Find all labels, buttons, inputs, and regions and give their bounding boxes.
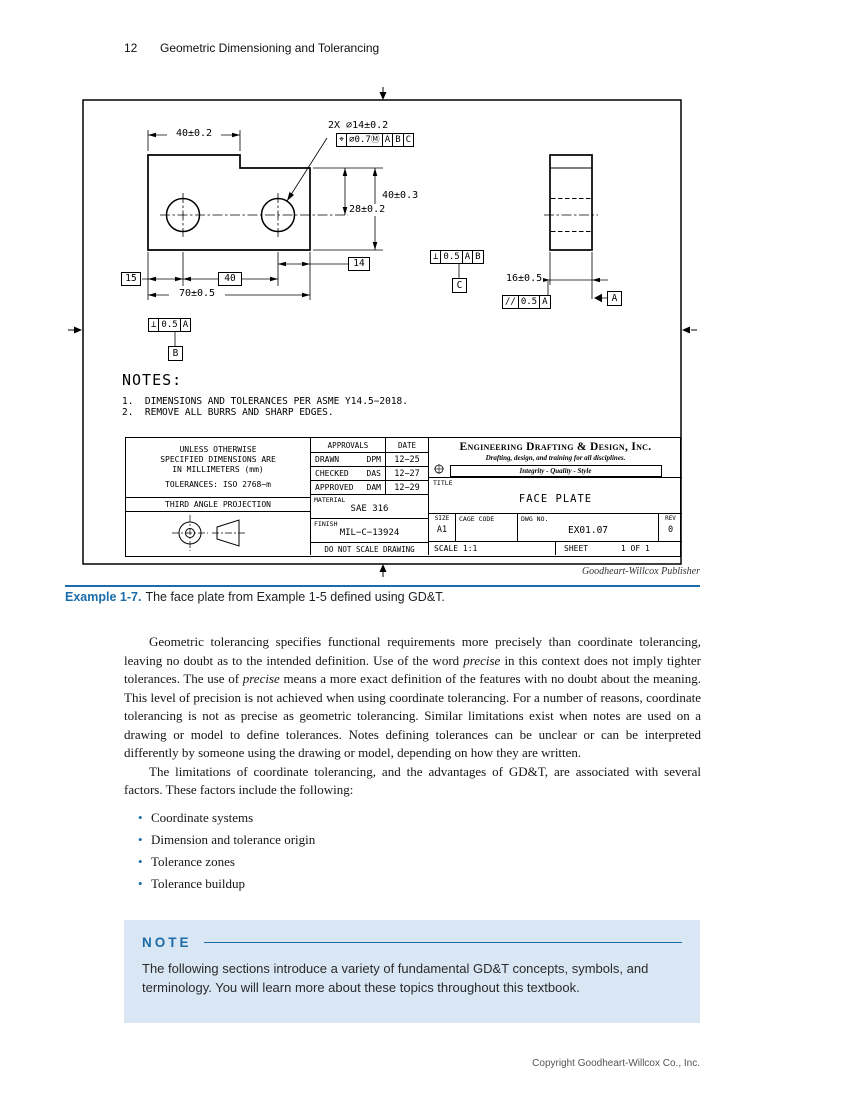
caption-text: The face plate from Example 1-5 defined … [145,590,445,604]
company-logo-icon [434,464,444,474]
company-motto: Integrity - Quality - Style [449,465,662,477]
dwg-no-cell: DWG NO. EX01.07 [518,514,659,542]
general-tolerance-note: UNLESS OTHERWISE SPECIFIED DIMENSIONS AR… [126,438,311,498]
company-block: Engineering Drafting & Design, Inc. Draf… [429,438,682,478]
copyright-line: Copyright Goodheart-Willcox Co., Inc. [532,1058,700,1069]
company-tagline: Drafting, design, and training for all d… [485,454,626,462]
note-line-1: 1. DIMENSIONS AND TOLERANCES PER ASME Y1… [122,396,408,407]
no-scale-cell: DO NOT SCALE DRAWING [311,543,429,555]
note-label: NOTE [142,935,192,950]
note-rule [203,941,682,944]
paragraph-1: Geometric tolerancing specifies function… [124,634,702,760]
list-item: Coordinate systems [138,807,701,829]
position-symbol-icon: ⌖ [337,134,348,146]
list-item: Tolerance zones [138,851,701,873]
notes-heading: NOTES: [122,371,183,389]
datum-c-box: C [452,278,467,293]
figure-caption: Example 1-7.The face plate from Example … [65,590,700,604]
caption-rule [65,585,700,587]
third-angle-projection-symbol [172,515,246,551]
projection-label: THIRD ANGLE PROJECTION [126,498,311,512]
title-block: UNLESS OTHERWISE SPECIFIED DIMENSIONS AR… [125,437,682,557]
company-name: Engineering Drafting & Design, Inc. [459,441,652,453]
body-text: Geometric tolerancing specifies function… [124,633,701,895]
material-cell: MATERIAL SAE 316 [311,495,429,519]
drawing-title: FACE PLATE [518,493,593,505]
note-header: NOTE [142,935,682,950]
note-text: The following sections introduce a varie… [142,961,649,995]
projection-symbol-cell [126,512,311,555]
list-item: Dimension and tolerance origin [138,829,701,851]
perpendicularity-fcf-left: ⊥ 0.5 A [148,318,192,332]
part-outline [147,154,311,251]
datum-b-box: B [168,346,183,361]
caption-label: Example 1-7. [65,590,142,604]
position-fcf: ⌖ ∅0.7Ⓜ A B C [336,133,415,147]
note-box: NOTE The following sections introduce a … [124,920,700,1023]
sheet-border [82,99,682,565]
technical-drawing-figure: 40±0.2 2X ∅14±0.2 40±0.3 28±0.2 70±0.5 1… [65,85,700,579]
perpendicularity-fcf-right: ⊥ 0.5 A B [430,250,484,264]
title-cell: TITLE FACE PLATE [429,478,682,514]
approved-date: 12−29 [386,481,429,495]
drawing-canvas [68,87,697,577]
rev-cell: REV 0 [659,514,682,542]
dim-width-overall: 70±0.5 [169,288,225,300]
finish-cell: FINISH MIL−C−13924 [311,519,429,543]
dim-hole-height: 28±0.2 [348,204,387,216]
publisher-credit: Goodheart-Willcox Publisher [581,566,700,577]
dim-holes-note: 2X ∅14±0.2 [327,120,390,132]
dim-height-right: 40±0.3 [381,190,420,202]
basic-dim-14: 14 [348,257,370,271]
dim-thickness: 16±0.5 [505,273,544,285]
perpendicularity-symbol-icon: ⊥ [431,251,442,263]
approvals-header: APPROVALS [311,438,386,453]
checked-date: 12−27 [386,467,429,481]
date-header: DATE [386,438,429,453]
parallelism-symbol-icon: // [503,296,519,308]
basic-dim-40: 40 [218,272,242,286]
parallelism-fcf: // 0.5 A [502,295,551,309]
side-view-outline [549,154,593,251]
dim-width-top: 40±0.2 [167,128,221,140]
sheet-cell: SHEET 1 OF 1 [564,544,650,553]
size-cell: SIZE A1 [429,514,456,542]
running-title: Geometric Dimensioning and Tolerancing [160,41,380,55]
scale-cell: SCALE 1:1 [429,542,556,555]
page-number: 12 [124,41,138,55]
datum-a-box: A [607,291,622,306]
drawn-date: 12−25 [386,453,429,467]
paragraph-2: The limitations of coordinate tolerancin… [124,763,701,798]
list-item: Tolerance buildup [138,873,701,895]
cage-code-cell: CAGE CODE [456,514,518,542]
perpendicularity-symbol-icon: ⊥ [149,319,160,331]
factor-list: Coordinate systems Dimension and toleran… [138,807,701,895]
basic-dim-15: 15 [121,272,141,286]
note-line-2: 2. REMOVE ALL BURRS AND SHARP EDGES. [122,407,334,418]
